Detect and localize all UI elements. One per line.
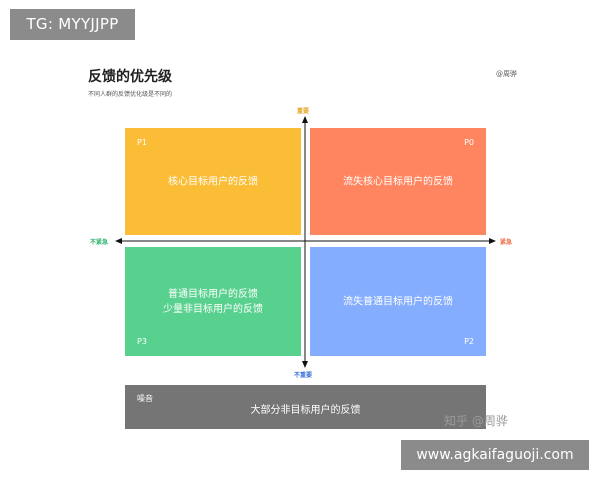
quadrant-label-p3-line2: 少量非目标用户的反馈 (163, 303, 263, 315)
diagram-title: 反馈的优先级 (88, 69, 172, 85)
arrow-left-icon (115, 238, 122, 244)
quadrant-label-p3-line1: 普通目标用户的反馈 (168, 288, 258, 300)
noise-tag: 噪音 (137, 394, 153, 403)
author-handle: @周骅 (496, 70, 517, 78)
arrow-right-icon (489, 238, 496, 244)
zhihu-watermark: 知乎 @周骅 (444, 414, 508, 428)
axis-label-urgent: 紧急 (500, 239, 513, 246)
noise-box: 噪音 大部分非目标用户的反馈 (125, 385, 486, 429)
quadrant-tag-p1: P1 (137, 138, 147, 147)
quadrant-p0: P0 流失核心目标用户的反馈 (310, 128, 486, 235)
axis-label-not-important: 不重要 (294, 372, 313, 379)
axis-label-important: 重要 (297, 108, 310, 115)
quadrant-tag-p3: P3 (137, 337, 147, 346)
arrow-down-icon (302, 361, 308, 368)
quadrant-p2: 流失普通目标用户的反馈 P2 (310, 247, 486, 356)
quadrant-tag-p0: P0 (464, 138, 474, 147)
quadrant-label-p1: 核心目标用户的反馈 (168, 176, 258, 187)
watermark-top-tag: TG: MYYJJPP (10, 9, 135, 40)
quadrant-tag-p2: P2 (464, 337, 474, 346)
axis-label-not-urgent: 不紧急 (90, 239, 109, 246)
quadrant-p3: 普通目标用户的反馈 少量非目标用户的反馈 P3 (125, 247, 301, 356)
arrow-up-icon (302, 116, 308, 123)
watermark-bottom-tag: www.agkaifaguoji.com (401, 440, 589, 470)
quadrant-p1: P1 核心目标用户的反馈 (125, 128, 301, 235)
quadrant-label-p2: 流失普通目标用户的反馈 (343, 296, 453, 307)
noise-label: 大部分非目标用户的反馈 (250, 405, 361, 416)
diagram-subtitle: 不同人群的反馈优化级是不同的 (88, 91, 173, 98)
quadrant-label-p0: 流失核心目标用户的反馈 (343, 176, 453, 187)
